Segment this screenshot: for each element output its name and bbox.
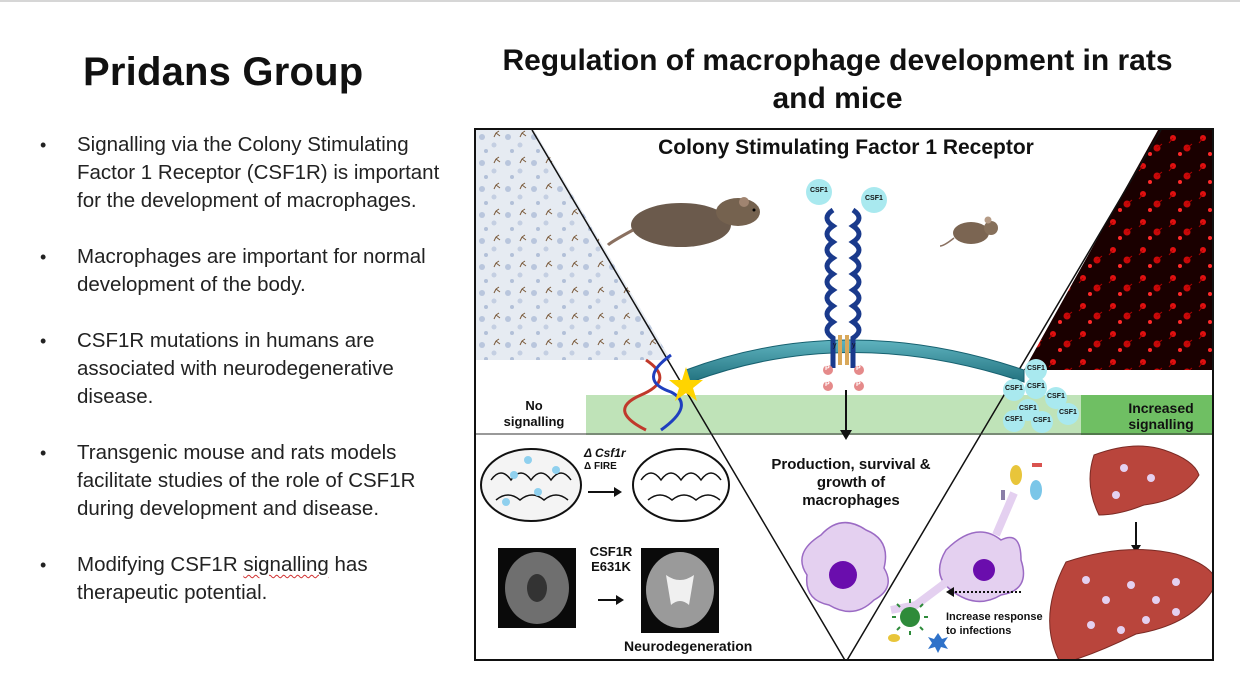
dna-helix-icon bbox=[623, 353, 703, 432]
group-title: Pridans Group bbox=[83, 50, 364, 94]
csf1-ligand-label: CSF1 bbox=[1059, 409, 1077, 416]
main-title: Regulation of macrophage development in … bbox=[480, 42, 1195, 118]
virus-icon bbox=[888, 599, 948, 653]
label-line: growth of bbox=[816, 474, 886, 491]
slide-top-border bbox=[0, 0, 1240, 2]
bullet-item: • CSF1R mutations in humans are associate… bbox=[40, 327, 460, 411]
label-line: Increase response bbox=[946, 611, 1043, 623]
main-title-line: and mice bbox=[772, 82, 903, 115]
label-line: to infections bbox=[946, 625, 1012, 637]
mri-mutant-image bbox=[641, 548, 719, 633]
csf1-ligand-label: CSF1 bbox=[865, 195, 883, 202]
brain-tissue-image bbox=[476, 130, 671, 360]
v-divider bbox=[531, 130, 1162, 659]
bullet-list: • Signalling via the Colony Stimulating F… bbox=[40, 131, 460, 635]
bullet-item: • Macrophages are important for normal de… bbox=[40, 243, 460, 299]
label-line: No bbox=[525, 398, 543, 413]
csf1r-figure: Colony Stimulating Factor 1 Receptor No … bbox=[474, 128, 1214, 661]
receptor-tm-right bbox=[845, 335, 849, 365]
label-line: Increased bbox=[1128, 400, 1194, 416]
mouse-illustration bbox=[939, 216, 998, 247]
label-line: Δ Csf1r bbox=[584, 446, 626, 460]
phospho-site bbox=[823, 365, 833, 375]
bacteria-icons bbox=[1001, 463, 1042, 500]
brain-knockout-after-icon bbox=[632, 448, 730, 522]
cell-membrane bbox=[685, 339, 1025, 385]
csf1-ligand bbox=[806, 179, 832, 205]
csf1-ligand-label: CSF1 bbox=[1047, 393, 1065, 400]
mri-normal-image bbox=[498, 548, 576, 628]
bullet-dot: • bbox=[40, 247, 47, 267]
csf1-ligand-label: CSF1 bbox=[1027, 365, 1045, 372]
bullet-dot: • bbox=[40, 331, 47, 351]
bullet-item: • Modifying CSF1R signalling has therapeu… bbox=[40, 551, 460, 607]
phospho-site bbox=[854, 365, 864, 375]
bullet-text: Macrophages are important for normal dev… bbox=[77, 245, 426, 296]
liver-large-icon bbox=[1049, 549, 1212, 659]
no-signalling-label: No signalling bbox=[494, 398, 574, 430]
bullet-item: • Transgenic mouse and rats models facili… bbox=[40, 439, 460, 523]
bullet-text: CSF1R mutations in humans are associated… bbox=[77, 329, 394, 408]
macrophage-outcome-text: Production, survival & growth of macroph… bbox=[746, 456, 956, 510]
phospho-label: P bbox=[856, 381, 861, 388]
rat-illustration bbox=[606, 197, 760, 247]
receptor-tm-left bbox=[838, 335, 842, 365]
mutation-label: CSF1R E631K bbox=[586, 544, 636, 574]
no-signalling-box bbox=[476, 395, 586, 435]
bullet-text: has therapeutic potential. bbox=[77, 553, 368, 604]
csf1-ligand-label: CSF1 bbox=[810, 187, 828, 194]
infection-arrowhead bbox=[946, 587, 954, 597]
bullet-item: • Signalling via the Colony Stimulating F… bbox=[40, 131, 460, 215]
spellcheck-word: signalling bbox=[243, 553, 329, 576]
csf1-ligand-label: CSF1 bbox=[1005, 385, 1023, 392]
macrophage-cell bbox=[801, 521, 889, 613]
signal-arrowhead bbox=[840, 430, 852, 440]
phospho-site bbox=[854, 381, 864, 391]
neurodegeneration-label: Neurodegeneration bbox=[624, 638, 753, 654]
infection-response-label: Increase response to infections bbox=[946, 610, 1043, 638]
label-line: Production, survival & bbox=[771, 456, 931, 473]
label-line: signalling bbox=[1128, 416, 1194, 432]
csf1-ligand-label: CSF1 bbox=[1005, 416, 1023, 423]
bullet-text: Modifying CSF1R bbox=[77, 553, 238, 576]
csf1-ligand bbox=[861, 187, 887, 213]
phospho-label: P bbox=[856, 365, 861, 372]
label-line: E631K bbox=[591, 559, 631, 574]
brain-arrowhead bbox=[614, 487, 622, 497]
main-title-line: Regulation of macrophage development in … bbox=[502, 44, 1173, 77]
csf1-ligand-label: CSF1 bbox=[1019, 405, 1037, 412]
knockout-label: Δ Csf1r Δ FIRE bbox=[584, 446, 626, 474]
increased-signalling-label: Increased signalling bbox=[1106, 400, 1212, 432]
liver-arrowhead bbox=[1131, 545, 1141, 553]
tyrosine-label: y bbox=[833, 342, 837, 349]
label-line: Δ FIRE bbox=[584, 461, 617, 472]
figure-graphics bbox=[476, 130, 1212, 659]
bullet-dot: • bbox=[40, 443, 47, 463]
bullet-dot: • bbox=[40, 555, 47, 575]
activated-macrophage bbox=[890, 491, 1025, 614]
phospho-label: P bbox=[825, 381, 830, 388]
csf1-ligand-label: CSF1 bbox=[1033, 417, 1051, 424]
label-line: CSF1R bbox=[589, 544, 633, 559]
label-line: signalling bbox=[503, 414, 565, 429]
increased-band bbox=[1081, 395, 1212, 435]
liver-small-icon bbox=[1089, 445, 1200, 516]
tyrosine-label: y bbox=[852, 342, 856, 349]
label-line: macrophages bbox=[802, 492, 900, 509]
phospho-site bbox=[823, 381, 833, 391]
mri-arrowhead bbox=[616, 595, 624, 605]
bullet-text: Transgenic mouse and rats models facilit… bbox=[77, 441, 416, 520]
brain-knockout-before-icon bbox=[480, 448, 582, 522]
macrophage-fluorescence-image bbox=[1024, 130, 1212, 370]
csf1-ligand-label: CSF1 bbox=[1027, 383, 1045, 390]
csf1r-receptor bbox=[824, 207, 862, 368]
figure-header: Colony Stimulating Factor 1 Receptor bbox=[658, 136, 1034, 159]
csf1-ligand-cluster bbox=[1003, 359, 1079, 433]
phospho-label: P bbox=[825, 365, 830, 372]
bullet-dot: • bbox=[40, 135, 47, 155]
bullet-text: Signalling via the Colony Stimulating Fa… bbox=[77, 133, 440, 212]
